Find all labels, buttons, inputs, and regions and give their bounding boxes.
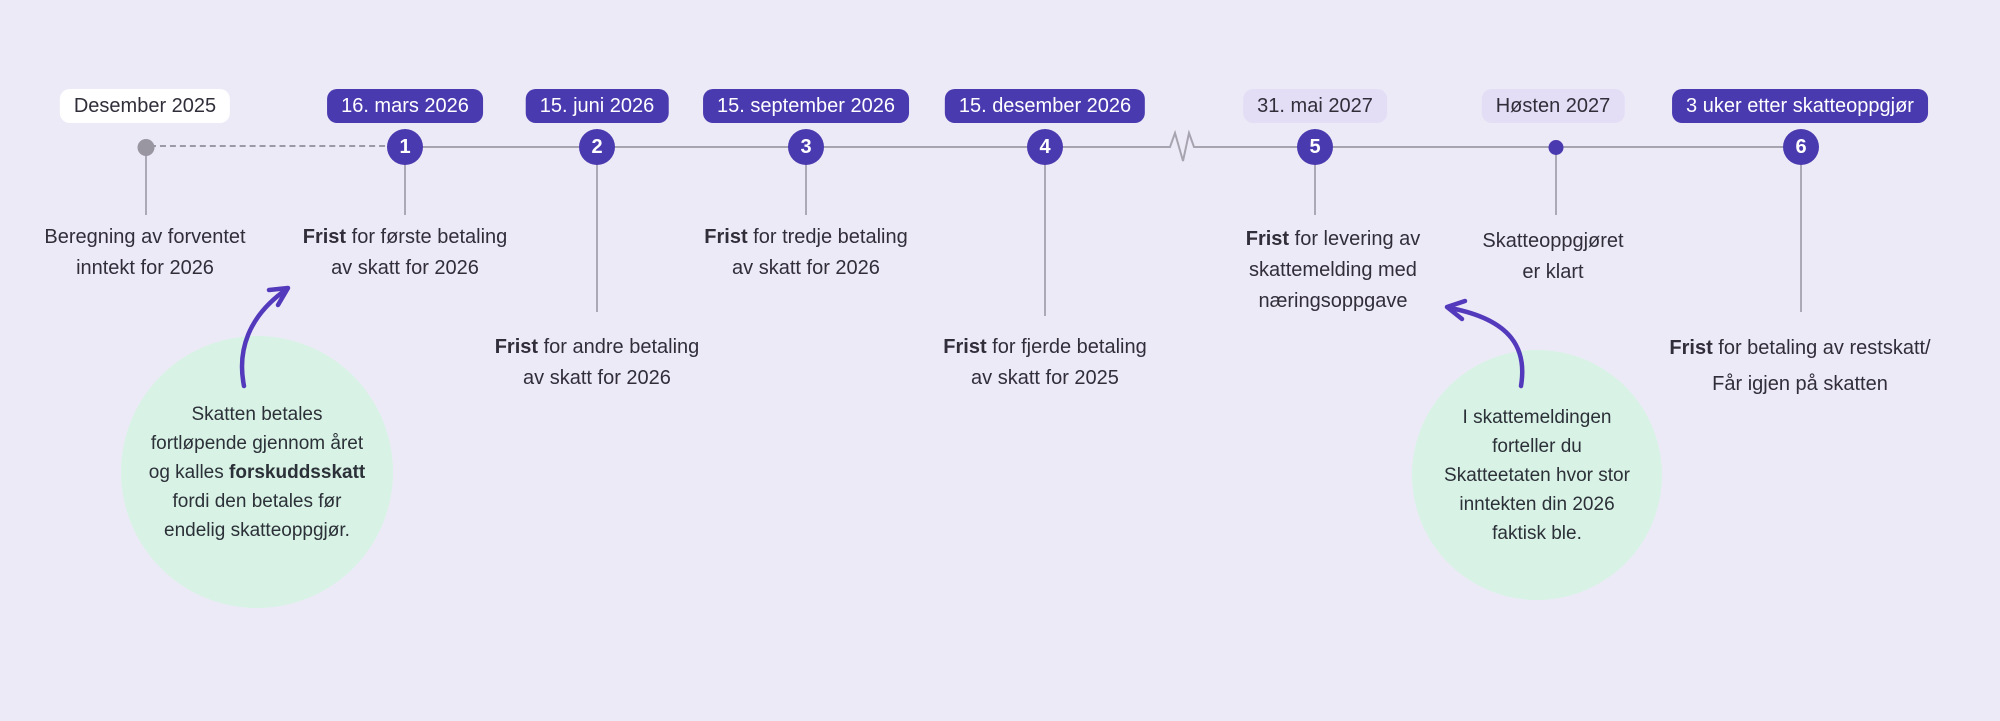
date-pill-16-mars-2026: 16. mars 2026 — [327, 89, 483, 123]
date-pill-15-desember-2026: 15. desember 2026 — [944, 89, 1146, 123]
note-bubble-forskuddsskatt: Skatten betales fortløpende gjennom året… — [121, 336, 393, 608]
timeline-line-left — [405, 146, 1162, 148]
date-pill-hosten-2027: Høsten 2027 — [1481, 89, 1625, 123]
curved-arrow-up-right-icon — [239, 285, 291, 389]
milestone-description-3: Frist for tredje betaling av skatt for 2… — [704, 226, 908, 279]
note-bubble-skattemelding: I skattemeldingen forteller du Skatteeta… — [1412, 350, 1662, 600]
date-pill-desember-2025: Desember 2025 — [59, 89, 231, 123]
date-pill-3-uker-etter: 3 uker etter skatteoppgjør — [1672, 89, 1928, 123]
milestone-description-6: Skatteoppgjøret er klart — [1482, 230, 1624, 283]
connector-line — [596, 164, 598, 312]
milestone-description-2: Frist for andre betaling av skatt for 20… — [494, 336, 700, 389]
connector-line — [1044, 164, 1046, 316]
milestone-description-4: Frist for fjerde betaling av skatt for 2… — [943, 336, 1147, 389]
milestone-circle-1: 1 — [387, 129, 423, 165]
connector-line — [1555, 154, 1557, 215]
note-text: I skattemeldingen forteller du Skatteeta… — [1444, 406, 1630, 544]
note-text: Skatten betales fortløpende gjennom året… — [148, 403, 366, 541]
date-pill-31-mai-2027: 31. mai 2027 — [1243, 89, 1387, 123]
milestone-circle-4: 4 — [1027, 129, 1063, 165]
timeline-line-right — [1206, 146, 1804, 148]
connector-line — [404, 164, 406, 215]
milestone-description-1: Frist for første betaling av skatt for 2… — [302, 226, 508, 279]
milestone-circle-5: 5 — [1297, 129, 1333, 165]
timeline-dashed-segment — [150, 145, 405, 147]
date-pill-15-september-2026: 15. september 2026 — [703, 89, 909, 123]
milestone-circle-2: 2 — [579, 129, 615, 165]
milestone-circle-6: 6 — [1783, 129, 1819, 165]
timeline-break-icon — [1162, 130, 1206, 162]
milestone-description-7: Frist for betaling av restskatt/ Får igj… — [1669, 337, 1931, 395]
milestone-circle-3: 3 — [788, 129, 824, 165]
curved-arrow-up-left-icon — [1444, 298, 1525, 389]
milestone-description-5: Frist for levering av skattemelding med … — [1245, 228, 1421, 312]
timeline-start-dot — [137, 139, 155, 156]
connector-line — [1800, 164, 1802, 312]
date-pill-15-juni-2026: 15. juni 2026 — [525, 89, 669, 123]
connector-line — [145, 155, 147, 215]
milestone-dot-hosten-2027 — [1548, 140, 1564, 155]
connector-line — [805, 164, 807, 215]
milestone-description-0: Beregning av forventet inntekt for 2026 — [44, 226, 246, 279]
connector-line — [1314, 164, 1316, 215]
